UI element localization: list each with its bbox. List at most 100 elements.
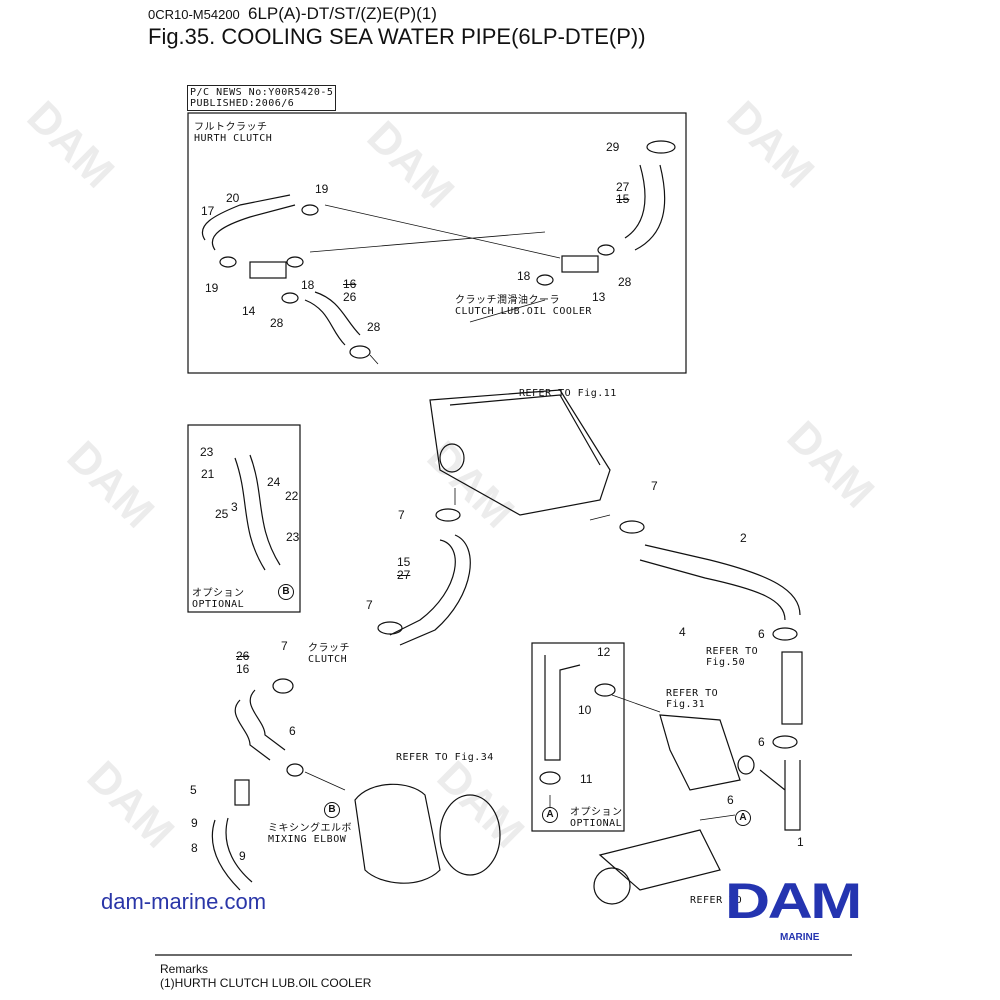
- callout: 26: [343, 290, 357, 304]
- callout: 14: [242, 304, 256, 318]
- hose-15: [389, 534, 471, 646]
- dam-logo: DAM: [725, 873, 862, 929]
- label-en: OPTIONAL: [192, 599, 245, 610]
- heat-exchanger: [429, 389, 611, 516]
- callout-superseded: 27: [397, 568, 411, 582]
- clamp-29: [646, 140, 676, 154]
- label-jp: オプション: [570, 807, 623, 818]
- engine-model: 6LP(A)-DT/ST/(Z)E(P)(1): [248, 4, 437, 23]
- label-en: CLUTCH LUB.OIL COOLER: [455, 306, 592, 317]
- callout: 28: [270, 316, 284, 330]
- callout: 19: [205, 281, 219, 295]
- callout: 25: [215, 507, 229, 521]
- callout: 17: [201, 204, 215, 218]
- fig-number: Fig.50: [706, 657, 746, 668]
- callout: 6: [758, 627, 765, 641]
- callout: 1: [797, 835, 804, 849]
- reference-b: B: [324, 802, 340, 818]
- callout: 29: [606, 140, 620, 154]
- label-jp: クラッチ: [308, 643, 350, 654]
- callout-superseded: 15: [616, 192, 630, 206]
- clutch-oil-cooler-label: クラッチ潤滑油クーラ CLUTCH LUB.OIL COOLER: [455, 295, 592, 317]
- refer-bottom: REFER TO: [690, 895, 743, 906]
- label-en: OPTIONAL: [570, 818, 623, 829]
- hurth-clutch-box: [187, 112, 687, 374]
- reference-a: A: [542, 807, 558, 823]
- label-en: HURTH CLUTCH: [194, 133, 273, 144]
- hose-26: [304, 291, 361, 346]
- callout: 28: [618, 275, 632, 289]
- hurth-clutch-label: フルトクラッチ HURTH CLUTCH: [194, 122, 272, 144]
- label-jp: フルトクラッチ: [194, 122, 268, 133]
- callout: 12: [597, 645, 611, 659]
- news-box: P/C NEWS No:Y00R5420-5 PUBLISHED:2006/6: [187, 85, 337, 111]
- published-date: PUBLISHED:2006/6: [190, 98, 295, 109]
- callout: 2: [740, 531, 747, 545]
- callout: 7: [281, 639, 288, 653]
- label-jp: クラッチ潤滑油クーラ: [455, 295, 560, 306]
- callout: 20: [226, 191, 240, 205]
- hose-2: [639, 544, 801, 621]
- callout: 22: [285, 489, 299, 503]
- pipe-10: [544, 655, 581, 761]
- site-link[interactable]: dam-marine.com: [101, 889, 267, 914]
- refer-fig11: REFER TO Fig.11: [519, 388, 617, 399]
- refer-to: REFER TO: [706, 646, 759, 657]
- hose-16: [234, 689, 286, 761]
- tee-14: [249, 261, 287, 279]
- logo-subtitle: MARINE: [780, 932, 820, 943]
- refer-fig31: REFER TO Fig.31: [666, 688, 718, 710]
- remarks-line: (1)HURTH CLUTCH LUB.OIL COOLER: [160, 976, 372, 990]
- callout: 7: [398, 508, 405, 522]
- strainer-grille: [593, 867, 631, 905]
- callout: 27: [616, 180, 630, 194]
- refer-fig50: REFER TO Fig.50: [706, 646, 758, 668]
- callout: 18: [301, 278, 315, 292]
- refer-to: REFER TO: [666, 688, 719, 699]
- refer-fig34: REFER TO Fig.34: [396, 752, 494, 763]
- tee-13: [561, 255, 599, 273]
- callout: 11: [580, 772, 593, 786]
- optional-box-b: [187, 424, 301, 613]
- hose-8: [211, 817, 253, 891]
- callout-superseded: 16: [343, 277, 357, 291]
- callout: 10: [578, 703, 592, 717]
- callout: 23: [286, 530, 300, 544]
- callout: 21: [201, 467, 215, 481]
- hose-22: [234, 454, 281, 571]
- callout: 4: [679, 625, 686, 639]
- callout: 23: [200, 445, 214, 459]
- callout: 13: [592, 290, 606, 304]
- callout: 7: [366, 598, 373, 612]
- strainer-body: [439, 794, 501, 876]
- remarks: Remarks (1)HURTH CLUTCH LUB.OIL COOLER: [160, 962, 371, 990]
- callout: 15: [397, 555, 411, 569]
- callout: 8: [191, 841, 198, 855]
- optional-label: オプション OPTIONAL: [192, 588, 245, 610]
- mixing-elbow-label: ミキシングエルボ MIXING ELBOW: [268, 823, 352, 845]
- clutch-label: クラッチ CLUTCH: [308, 643, 350, 665]
- callout: 28: [367, 320, 381, 334]
- callout: 6: [758, 735, 765, 749]
- mixing-elbow-5: [234, 779, 250, 806]
- news-number: P/C NEWS No:Y00R5420-5: [190, 87, 334, 98]
- figure-title: Fig.35. COOLING SEA WATER PIPE(6LP-DTE(P…: [148, 24, 646, 49]
- callout: 18: [517, 269, 531, 283]
- hose-27: [624, 164, 666, 251]
- remarks-title: Remarks: [160, 962, 209, 976]
- callout: 16: [236, 662, 250, 676]
- pump-fig31: [659, 714, 741, 791]
- seacock: [598, 829, 721, 891]
- callout: 9: [191, 816, 198, 830]
- strainer: [354, 783, 441, 884]
- optional-label: オプション OPTIONAL: [570, 807, 623, 829]
- callout: 9: [239, 849, 246, 863]
- label-en: MIXING ELBOW: [268, 834, 347, 845]
- callout: 5: [190, 783, 197, 797]
- optional-box-a: [531, 642, 625, 832]
- callout: 19: [315, 182, 329, 196]
- fig-number: Fig.31: [666, 699, 706, 710]
- hose-17: [201, 194, 296, 251]
